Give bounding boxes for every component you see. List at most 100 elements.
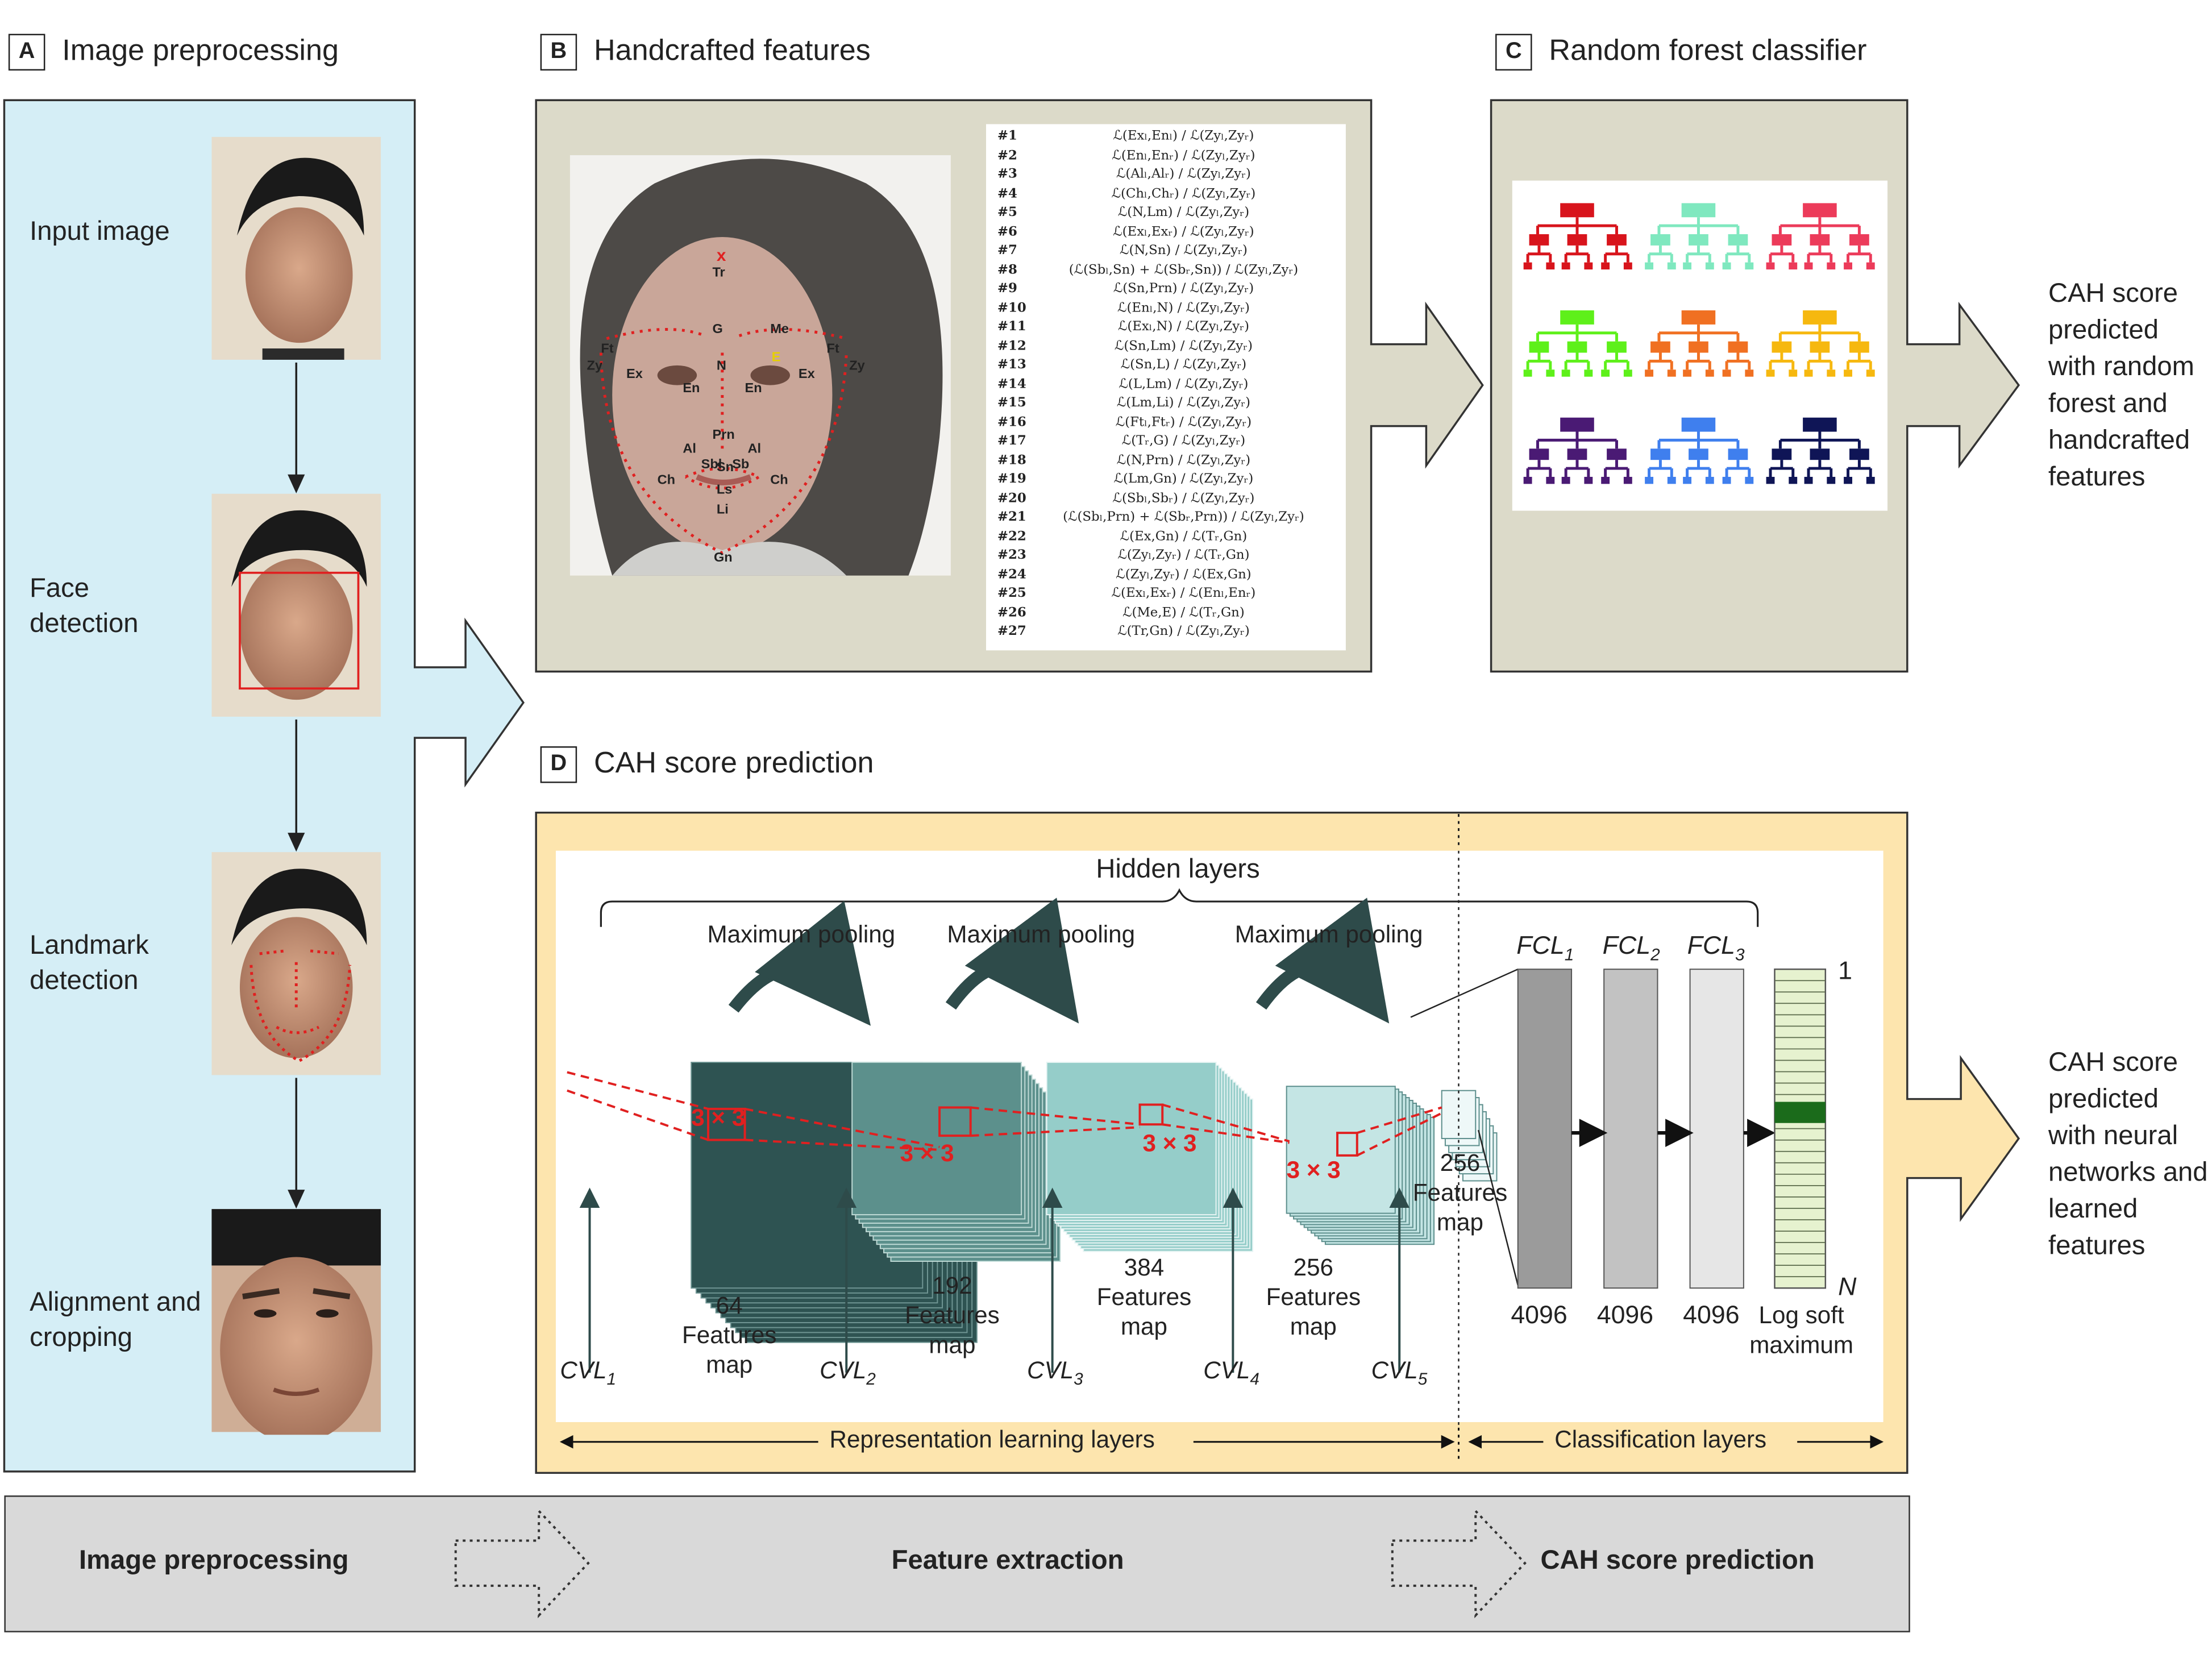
- feature-number: #7: [997, 242, 1017, 259]
- layer-range-arrows: [559, 1427, 1884, 1462]
- step-face-detection: Face detection: [30, 574, 139, 639]
- feature-formula: ℒ(Sn,Lm) / ℒ(Zyₗ,Zyᵣ): [1114, 338, 1253, 354]
- fcl-1-label: FCL1: [1516, 931, 1574, 965]
- kernel-label-1: 3 × 3: [691, 1104, 746, 1132]
- landmark-label: N: [717, 358, 726, 372]
- landmark-label: Sbl: [701, 456, 722, 471]
- panel-b-letter: B: [540, 34, 577, 71]
- decision-tree: [1766, 203, 1875, 270]
- pooling-arrow: [945, 897, 1079, 1024]
- projection-line: [567, 1071, 709, 1110]
- aligned-cropped-photo: [211, 1209, 381, 1435]
- step-landmark-detection: Landmark detection: [30, 931, 149, 996]
- projection-line: [1356, 1112, 1442, 1157]
- feature-map-stack-4: [1286, 1086, 1435, 1245]
- kernel-box: [1336, 1132, 1358, 1157]
- feature-formula: ℒ(Sn,Prn) / ℒ(Zyₗ,Zyᵣ): [1113, 280, 1254, 297]
- fcl-3-size: 4096: [1683, 1300, 1740, 1329]
- pipeline-step-3: CAH score prediction: [1540, 1546, 1815, 1576]
- feature-row: #2 ℒ(Enₗ,Enᵣ) / ℒ(Zyₗ,Zyᵣ): [997, 146, 1336, 165]
- decision-tree: [1645, 203, 1754, 270]
- landmark-label: Ex: [799, 366, 815, 381]
- softmax-bottom-label: N: [1838, 1272, 1857, 1301]
- feature-number: #25: [997, 585, 1026, 601]
- feature-number: #6: [997, 223, 1017, 239]
- landmark-detection-photo: [211, 852, 381, 1075]
- decision-tree: [1523, 203, 1632, 270]
- feature-formula: ℒ(Lm,Gn) / ℒ(Zyₗ,Zyᵣ): [1113, 471, 1254, 487]
- projection-line: [745, 1107, 940, 1148]
- feature-row: #14 ℒ(L,Lm) / ℒ(Zyₗ,Zyᵣ): [997, 375, 1336, 394]
- feature-number: #20: [997, 490, 1026, 506]
- decision-tree: [1766, 310, 1875, 377]
- pipeline-bar: [4, 1495, 1910, 1632]
- fcl-3-label: FCL3: [1687, 931, 1745, 965]
- feature-number: #14: [997, 376, 1026, 392]
- fcl-2-size: 4096: [1596, 1300, 1654, 1329]
- pipeline-step-1: Image preprocessing: [78, 1546, 349, 1576]
- feature-formula: ℒ(Enₗ,Enᵣ) / ℒ(Zyₗ,Zyᵣ): [1112, 147, 1255, 163]
- feature-number: #2: [997, 147, 1017, 163]
- feature-row: #20 ℒ(Sbₗ,Sbᵣ) / ℒ(Zyₗ,Zyᵣ): [997, 489, 1336, 508]
- landmark-label: Gn: [714, 550, 733, 564]
- feature-number: #27: [997, 624, 1026, 639]
- landmark-label: Ls: [717, 482, 733, 497]
- feature-number: #23: [997, 547, 1026, 563]
- feature-row: #26 ℒ(Me,E) / ℒ(Tᵣ,Gn): [997, 603, 1336, 622]
- panel-c-letter: C: [1495, 34, 1532, 71]
- fcl-2-label: FCL2: [1602, 931, 1660, 965]
- hidden-layers-label: Hidden layers: [1096, 855, 1260, 885]
- panel-a-box: [3, 99, 525, 1473]
- feature-formula: ℒ(Exₗ,Exᵣ) / ℒ(Enₗ,Enᵣ): [1111, 585, 1256, 601]
- feature-formula: ℒ(Ftₗ,Ftᵣ) / ℒ(Zyₗ,Zyᵣ): [1115, 414, 1252, 430]
- feature-row: #24 ℒ(Zyₗ,Zyᵣ) / ℒ(Ex,Gn): [997, 565, 1336, 584]
- feature-formula: ℒ(Sbₗ,Sbᵣ) / ℒ(Zyₗ,Zyᵣ): [1112, 490, 1255, 506]
- feature-formula: ℒ(Me,E) / ℒ(Tᵣ,Gn): [1122, 604, 1245, 620]
- feature-number: #26: [997, 604, 1026, 620]
- feature-number: #5: [997, 204, 1017, 221]
- feature-number: #3: [997, 166, 1017, 182]
- max-pooling-label-3: Maximum pooling: [1234, 921, 1423, 948]
- landmark-label: En: [683, 380, 700, 395]
- landmark-label: Prn: [712, 427, 734, 442]
- feature-formula: ℒ(Zyₗ,Zyᵣ) / ℒ(Ex,Gn): [1116, 566, 1251, 582]
- softmax-top-label: 1: [1838, 956, 1853, 985]
- feature-formula: ℒ(L,Lm) / ℒ(Zyₗ,Zyᵣ): [1119, 376, 1249, 392]
- cvl-1-label: CVL1: [560, 1357, 617, 1389]
- landmark-label: Sn: [717, 459, 734, 474]
- landmark-label: Me: [770, 321, 789, 336]
- kernel-label-2: 3 × 3: [900, 1140, 954, 1167]
- input-image-photo: [211, 136, 381, 360]
- feature-map-stack-2: [851, 1062, 1061, 1262]
- output-random-forest: CAH score predicted with random forest a…: [2048, 279, 2194, 493]
- feature-formula: ℒ(Exₗ,Enₗ) / ℒ(Zyₗ,Zyᵣ): [1113, 128, 1254, 144]
- landmark-label: Ex: [626, 366, 643, 381]
- decision-tree: [1645, 310, 1754, 377]
- representation-layers-label: Representation learning layers: [829, 1426, 1155, 1453]
- feature-formula: ℒ(N,Sn) / ℒ(Zyₗ,Zyᵣ): [1120, 242, 1248, 259]
- fcl-bar: [1517, 969, 1573, 1289]
- feature-number: #16: [997, 414, 1026, 430]
- landmark-label: Li: [717, 501, 729, 516]
- landmark-label: Al: [683, 441, 696, 456]
- feature-number: #24: [997, 566, 1026, 582]
- feature-row: #25 ℒ(Exₗ,Exᵣ) / ℒ(Enₗ,Enᵣ): [997, 584, 1336, 604]
- fcl-bar: [1603, 969, 1658, 1289]
